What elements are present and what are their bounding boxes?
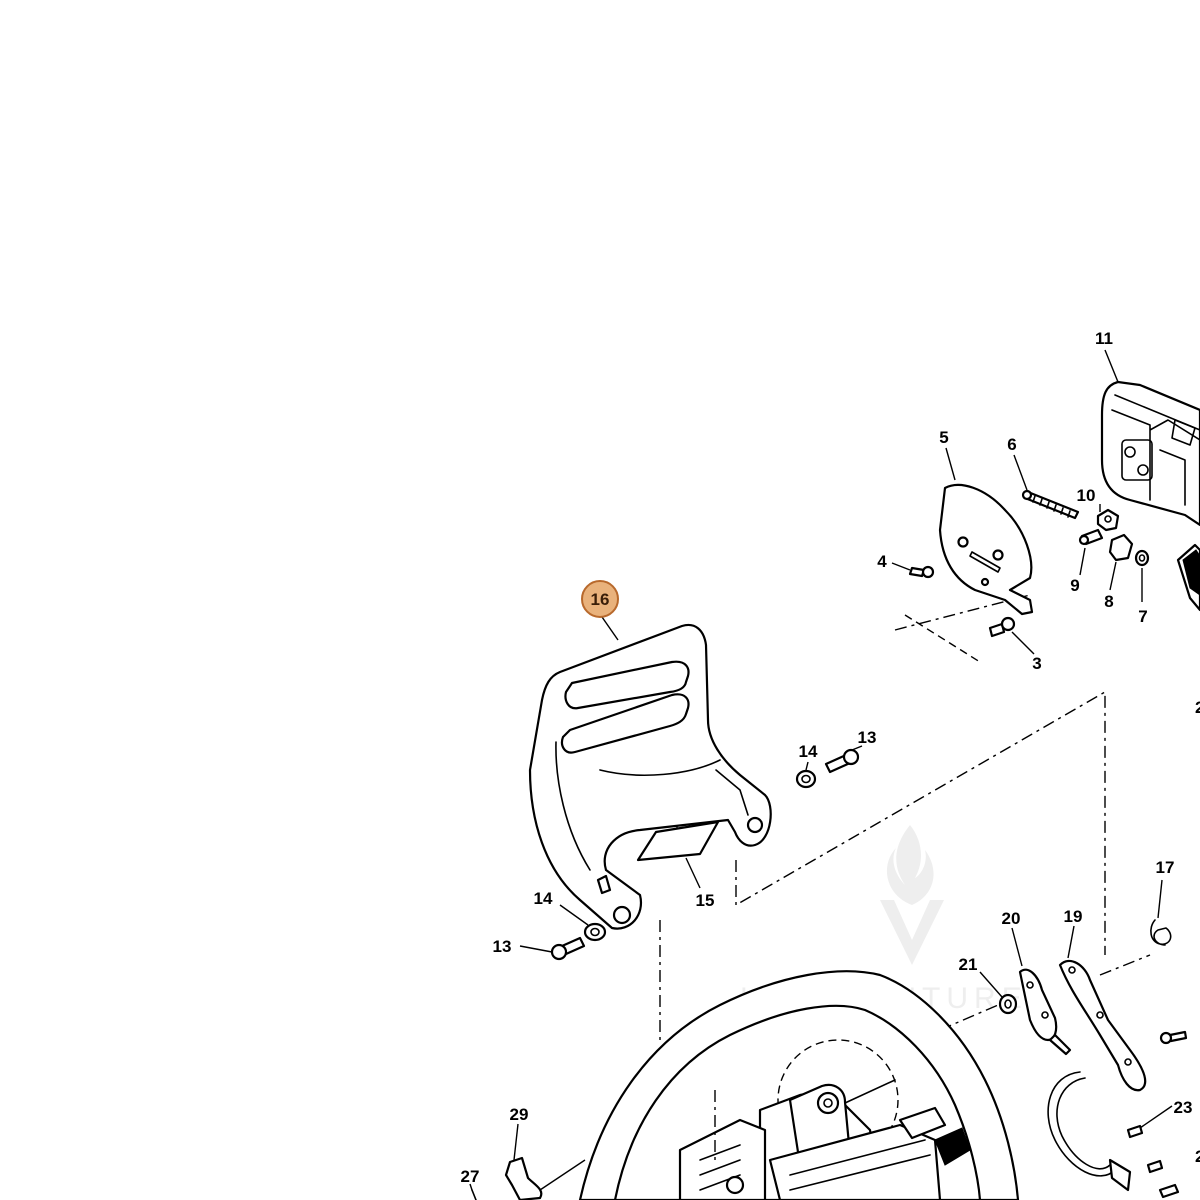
callout-23[interactable]: 23: [1174, 1098, 1193, 1117]
dark-part-right: [1176, 543, 1200, 612]
screw-plate-lower[interactable]: [988, 616, 1016, 638]
bushing-brake[interactable]: [998, 993, 1018, 1015]
hand-guard[interactable]: [528, 623, 772, 930]
callout-16-badge[interactable]: [581, 580, 619, 618]
spring-clip[interactable]: [1150, 919, 1172, 946]
screw-upper[interactable]: [824, 748, 860, 774]
callout-19[interactable]: 19: [1064, 907, 1083, 926]
sprocket-cover[interactable]: [1100, 380, 1200, 527]
small-pin[interactable]: [1126, 1124, 1144, 1139]
screw-side-plate[interactable]: [908, 565, 935, 579]
screw-brake[interactable]: [1159, 1030, 1188, 1045]
leader-lines: [469, 349, 1173, 1191]
brake-band[interactable]: [1058, 959, 1147, 1092]
assembly-line-plate-lower: [904, 614, 981, 663]
hand-guard-slot-upper: [564, 660, 690, 710]
callout-13-upper[interactable]: 13: [858, 728, 877, 747]
callouts: 16 11 5 6 10 4 9 8 7 3 14 13 14 13 15 17…: [461, 329, 1200, 1186]
callout-6[interactable]: 6: [1007, 435, 1016, 454]
screw-lower[interactable]: [550, 936, 586, 961]
small-screw-bottom-right[interactable]: [1158, 1183, 1180, 1199]
clamp-ring[interactable]: [1047, 1071, 1132, 1192]
washer[interactable]: [1134, 549, 1150, 567]
part-27-edge: [471, 1189, 477, 1200]
brake-lever[interactable]: [1018, 968, 1072, 1056]
callout-16[interactable]: 16: [591, 590, 610, 609]
assembly-line-brake-spring: [939, 1001, 1006, 1031]
bushing-lower[interactable]: [583, 922, 607, 942]
callout-13-lower[interactable]: 13: [493, 937, 512, 956]
label-decal[interactable]: [636, 820, 720, 862]
callout-5[interactable]: 5: [939, 428, 948, 447]
callout-11[interactable]: 11: [1095, 329, 1113, 348]
small-pin-lower[interactable]: [1146, 1159, 1164, 1174]
callout-10[interactable]: 10: [1077, 486, 1096, 505]
callout-4[interactable]: 4: [877, 552, 887, 571]
callout-27[interactable]: 27: [461, 1167, 480, 1186]
chain-catcher[interactable]: [504, 1156, 543, 1200]
watermark-v-icon: [880, 900, 944, 965]
callout-7[interactable]: 7: [1138, 607, 1147, 626]
assembly-line-upper-right: [1099, 954, 1151, 976]
leader-chain-catcher-dash: [539, 1159, 586, 1191]
assembly-line-plate: [894, 594, 1031, 631]
callout-20[interactable]: 20: [1002, 909, 1021, 928]
hand-guard-slot-lower: [560, 693, 690, 754]
engine-housing: [578, 970, 1020, 1200]
callout-14-lower[interactable]: 14: [534, 889, 553, 908]
adjuster-pin[interactable]: [1078, 528, 1104, 546]
callout-17[interactable]: 17: [1156, 858, 1175, 877]
callout-21[interactable]: 21: [959, 955, 978, 974]
side-plate[interactable]: [938, 483, 1034, 616]
watermark-flame-icon: [886, 825, 934, 905]
callout-29[interactable]: 29: [510, 1105, 529, 1124]
assembly-line-hand-guard-to-sprocket: [735, 690, 1106, 955]
bushing-upper[interactable]: [795, 769, 817, 789]
callout-14-upper[interactable]: 14: [799, 742, 818, 761]
callout-15[interactable]: 15: [696, 891, 715, 910]
callout-9[interactable]: 9: [1070, 576, 1079, 595]
callout-2-partial-lower[interactable]: 2: [1195, 1147, 1200, 1166]
callout-2-partial[interactable]: 2: [1195, 698, 1200, 717]
callout-3[interactable]: 3: [1032, 654, 1041, 673]
callout-16-highlighted[interactable]: 16: [581, 580, 619, 618]
tensioner-slider[interactable]: [1108, 533, 1134, 562]
tensioner-bolt[interactable]: [1021, 489, 1080, 520]
callout-8[interactable]: 8: [1104, 592, 1113, 611]
nut[interactable]: [1096, 508, 1120, 532]
